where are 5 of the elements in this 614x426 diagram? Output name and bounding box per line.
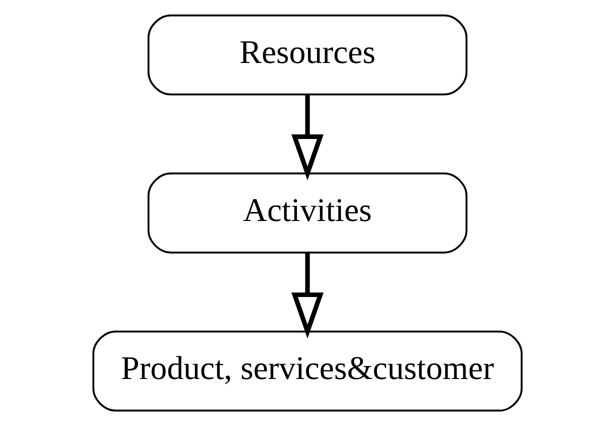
node-box: Resources [147,14,467,96]
arrow [290,253,324,338]
node-box: Product, services&customer [92,330,522,412]
node-box: Activities [147,172,467,254]
arrow [290,94,324,180]
